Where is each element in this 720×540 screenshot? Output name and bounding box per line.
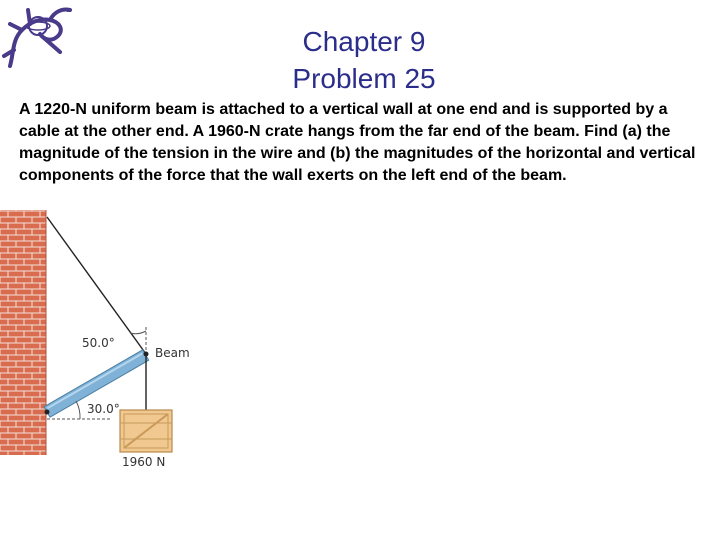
beam-label: Beam	[155, 346, 190, 360]
slide-title-line1: Chapter 9	[302, 26, 426, 57]
beam-diagram: 50.0° Beam 30.0° 1960 N	[0, 210, 190, 469]
cable-angle-label: 50.0°	[82, 336, 115, 350]
beam-angle-label: 30.0°	[87, 402, 120, 416]
brick-wall	[0, 210, 46, 455]
crate-weight-label: 1960 N	[122, 455, 165, 469]
cable	[46, 216, 147, 355]
problem-statement: A 1220-N uniform beam is attached to a v…	[19, 101, 696, 184]
crate	[119, 409, 173, 453]
lizard-logo-icon	[2, 7, 72, 68]
slide-title-line2: Problem 25	[292, 63, 436, 94]
